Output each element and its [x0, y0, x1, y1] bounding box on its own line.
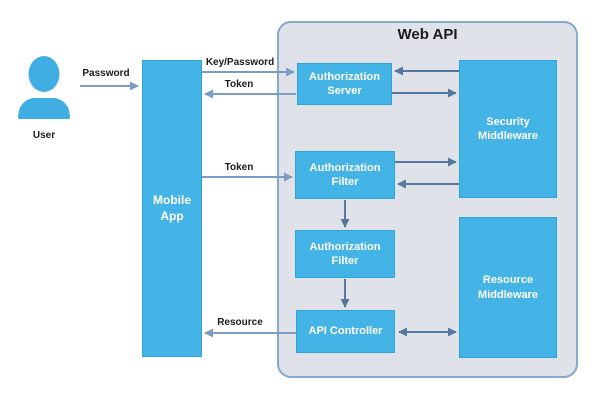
node-resource-middleware: Resource Middleware: [459, 217, 557, 358]
edge-label-password: Password: [82, 68, 130, 79]
edge-label-token-forward: Token: [224, 162, 254, 173]
node-label: Filter: [331, 176, 359, 188]
node-authorization-filter-2: Authorization Filter: [295, 230, 395, 278]
node-authorization-filter-1: Authorization Filter: [295, 151, 395, 199]
node-label: Middleware: [478, 130, 538, 142]
user-icon: [18, 56, 70, 119]
web-api-title: Web API: [397, 26, 458, 43]
edge-label-resource: Resource: [217, 317, 263, 328]
node-label: Authorization: [309, 240, 381, 253]
node-security-middleware: Security Middleware: [459, 60, 557, 198]
node-label: Authorization: [309, 70, 380, 83]
node-label: Authorization: [309, 161, 381, 174]
node-label: Filter: [331, 255, 359, 267]
node-label: Middleware: [478, 288, 538, 301]
edge-label-token-return: Token: [224, 79, 254, 90]
node-label: Mobile: [153, 192, 191, 207]
node-label: App: [160, 208, 184, 223]
user-label: User: [32, 130, 56, 141]
node-label: API Controller: [308, 325, 383, 338]
edge-label-key-password: Key/Password: [205, 57, 275, 68]
node-authorization-server: Authorization Server: [297, 63, 392, 105]
node-api-controller: API Controller: [296, 310, 395, 353]
node-mobile-app: Mobile App: [142, 60, 202, 357]
node-label: Security: [486, 115, 530, 128]
node-label: Resource: [482, 274, 534, 287]
user-figure: User: [8, 53, 80, 141]
node-label: Server: [327, 85, 362, 97]
